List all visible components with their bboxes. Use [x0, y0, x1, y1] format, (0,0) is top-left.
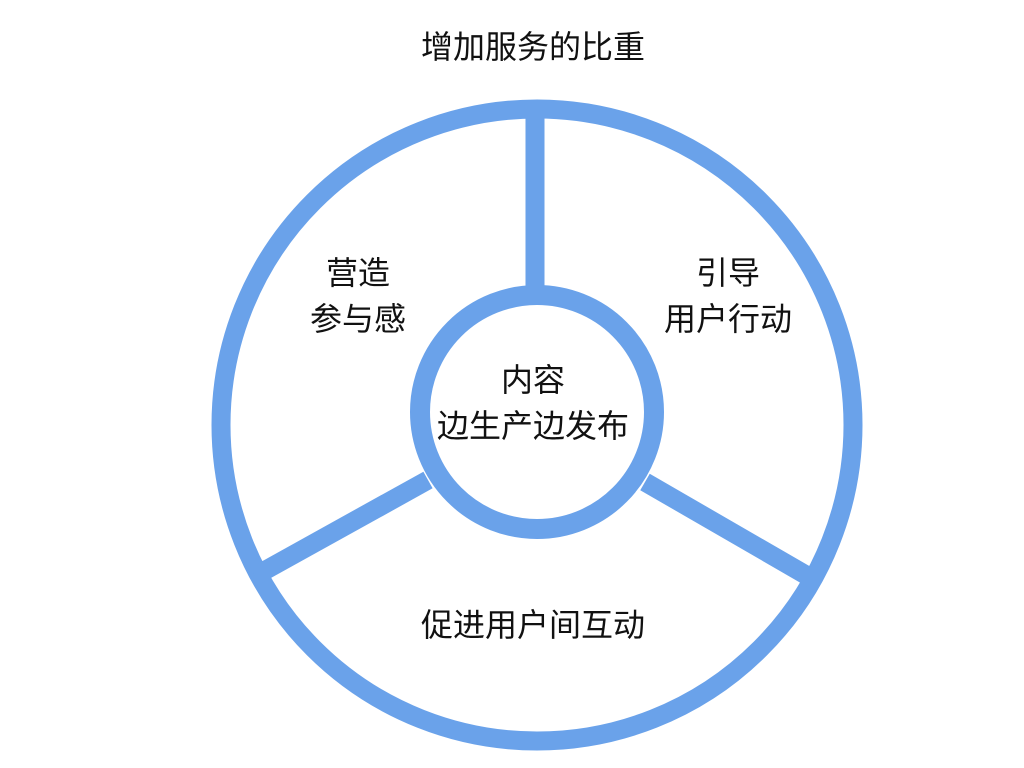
diagram-title: 增加服务的比重 — [420, 28, 646, 66]
segment-right-line1: 引导 — [695, 254, 761, 292]
segment-bottom-label: 促进用户间互动 — [421, 602, 645, 648]
center-line1: 内容 — [500, 361, 566, 399]
segment-right-label: 引导 用户行动 — [664, 250, 792, 342]
center-label: 内容 边生产边发布 — [437, 357, 629, 449]
center-line2: 边生产边发布 — [436, 407, 630, 445]
segment-left-line1: 营造 — [325, 254, 391, 292]
segment-bottom-line1: 促进用户间互动 — [420, 606, 646, 644]
divider-lower-left — [250, 471, 433, 585]
divider-lower-right — [640, 473, 823, 591]
segment-left-line2: 参与感 — [309, 300, 407, 338]
segment-left-label: 营造 参与感 — [310, 250, 406, 342]
segment-right-line2: 用户行动 — [663, 300, 793, 338]
